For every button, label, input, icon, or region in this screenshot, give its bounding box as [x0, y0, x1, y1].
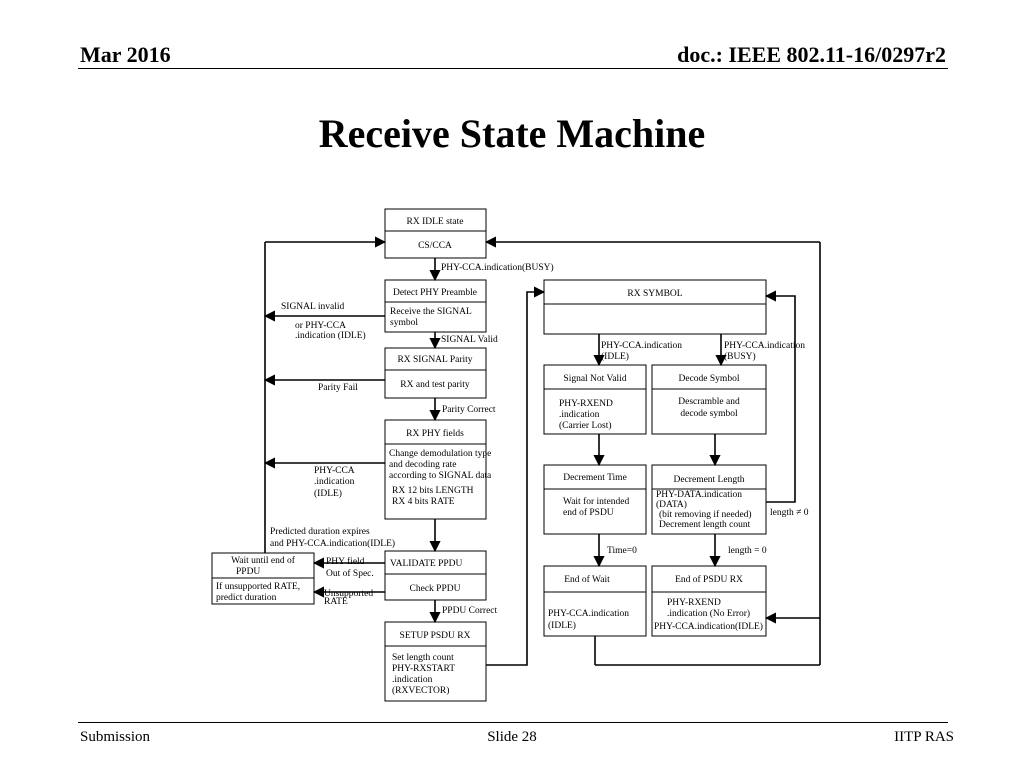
- label-signal-valid: SIGNAL Valid: [441, 335, 498, 345]
- svg-text:(RXVECTOR): (RXVECTOR): [392, 685, 449, 696]
- svg-text:and decoding rate: and decoding rate: [389, 460, 457, 470]
- box-signal-not-valid: Signal Not Valid PHY-RXEND .indication (…: [543, 364, 647, 435]
- svg-text:Decrement Time: Decrement Time: [563, 473, 627, 483]
- svg-text:Unsupported: Unsupported: [324, 589, 373, 599]
- box-cs-cca: CS/CCA: [384, 230, 487, 259]
- svg-text:PHY-CCA.indication: PHY-CCA.indication: [601, 341, 682, 351]
- svg-text:Predicted duration expires: Predicted duration expires: [270, 527, 370, 537]
- svg-text:(DATA): (DATA): [656, 499, 687, 510]
- svg-text:predict duration: predict duration: [216, 593, 277, 603]
- svg-text:PHY-RXSTART: PHY-RXSTART: [392, 664, 455, 674]
- svg-text:RX and test parity: RX and test parity: [400, 380, 470, 390]
- svg-text:and PHY-CCA.indication(IDLE): and PHY-CCA.indication(IDLE): [270, 538, 395, 549]
- svg-text:RX 12 bits LENGTH: RX 12 bits LENGTH: [392, 486, 474, 496]
- svg-text:PHY-CCA.indication: PHY-CCA.indication: [724, 341, 805, 351]
- svg-text:RX SYMBOL: RX SYMBOL: [627, 289, 682, 299]
- svg-text:Descramble and: Descramble and: [678, 397, 740, 407]
- footer-rule: [78, 722, 948, 723]
- slide-title: Receive State Machine: [318, 111, 706, 156]
- svg-text:End of PSDU RX: End of PSDU RX: [675, 574, 743, 585]
- svg-text:(bit removing if needed): (bit removing if needed): [659, 509, 752, 520]
- label-length-nonzero: length ≠ 0: [770, 508, 809, 518]
- svg-text:Decrement length count: Decrement length count: [659, 520, 751, 530]
- svg-text:symbol: symbol: [390, 318, 418, 328]
- box-rx-phy-fields: RX PHY fields Change demodulation type a…: [384, 419, 492, 520]
- svg-text:SETUP PSDU RX: SETUP PSDU RX: [400, 631, 471, 641]
- svg-text:Set length count: Set length count: [392, 653, 454, 663]
- svg-text:(IDLE): (IDLE): [601, 351, 629, 362]
- svg-text:Wait until end of: Wait until end of: [231, 555, 296, 566]
- svg-text:PHY-CCA: PHY-CCA: [314, 466, 355, 476]
- svg-text:(IDLE): (IDLE): [314, 488, 342, 499]
- svg-text:.indication (No Error): .indication (No Error): [667, 608, 750, 619]
- footer-organization: IITP RAS: [894, 729, 954, 745]
- svg-text:CS/CCA: CS/CCA: [418, 241, 452, 251]
- svg-text:Signal Not Valid: Signal Not Valid: [563, 374, 626, 384]
- svg-text:Decode Symbol: Decode Symbol: [679, 374, 740, 384]
- box-detect-preamble: Detect PHY Preamble Receive the SIGNAL s…: [384, 279, 487, 333]
- svg-text:PHY field: PHY field: [326, 556, 365, 567]
- header-rule: [78, 68, 948, 69]
- footer-submission: Submission: [80, 729, 151, 745]
- svg-text:Decrement Length: Decrement Length: [674, 475, 745, 485]
- box-validate-ppdu: VALIDATE PPDU Check PPDU: [384, 550, 487, 601]
- svg-text:If unsupported RATE,: If unsupported RATE,: [216, 581, 300, 592]
- header-doc-id: doc.: IEEE 802.11-16/0297r2: [677, 42, 946, 67]
- header-date: Mar 2016: [80, 42, 171, 67]
- svg-text:.indication (IDLE): .indication (IDLE): [295, 330, 366, 341]
- label-signal-invalid: SIGNAL invalid: [281, 302, 344, 312]
- svg-text:(IDLE): (IDLE): [548, 620, 576, 631]
- svg-text:VALIDATE PPDU: VALIDATE PPDU: [390, 559, 463, 569]
- svg-text:according to SIGNAL data: according to SIGNAL data: [389, 471, 492, 481]
- svg-text:.indication: .indication: [392, 675, 433, 685]
- box-decode-symbol: Decode Symbol Descramble and decode symb…: [651, 364, 767, 435]
- footer-slide-number: Slide 28: [487, 729, 537, 745]
- box-decrement-length: Decrement Length PHY-DATA.indication (DA…: [651, 464, 767, 535]
- box-rx-idle: RX IDLE state: [384, 208, 487, 232]
- svg-text:(Carrier Lost): (Carrier Lost): [559, 420, 612, 431]
- svg-text:PHY-CCA.indication: PHY-CCA.indication: [548, 609, 629, 619]
- svg-text:Check PPDU: Check PPDU: [410, 584, 461, 594]
- svg-text:Change demodulation type: Change demodulation type: [389, 449, 491, 459]
- svg-text:PHY-CCA.indication(IDLE): PHY-CCA.indication(IDLE): [654, 621, 763, 632]
- svg-text:Wait for intended: Wait for intended: [563, 496, 629, 507]
- label-length-zero: length = 0: [728, 546, 767, 556]
- svg-text:RATE: RATE: [324, 597, 348, 607]
- box-setup-psdu-rx: SETUP PSDU RX Set length count PHY-RXSTA…: [384, 621, 487, 702]
- label-ppdu-correct: PPDU Correct: [442, 606, 498, 616]
- svg-text:PHY-RXEND: PHY-RXEND: [559, 399, 613, 409]
- box-wait-end-ppdu: Wait until end of PPDU If unsupported RA…: [211, 552, 315, 605]
- svg-text:RX 4 bits RATE: RX 4 bits RATE: [392, 497, 455, 507]
- svg-text:RX IDLE state: RX IDLE state: [407, 217, 464, 227]
- label-parity-correct: Parity Correct: [442, 405, 496, 415]
- edge-labels: PHY-CCA.indication(BUSY) SIGNAL invalid …: [270, 262, 809, 616]
- box-end-of-wait: End of Wait PHY-CCA.indication (IDLE): [543, 565, 647, 637]
- box-rx-symbol: RX SYMBOL: [543, 279, 767, 335]
- svg-text:.indication: .indication: [314, 477, 355, 487]
- svg-text:Detect PHY Preamble: Detect PHY Preamble: [393, 288, 477, 298]
- svg-text:decode symbol: decode symbol: [680, 409, 738, 419]
- svg-text:RX SIGNAL Parity: RX SIGNAL Parity: [397, 355, 472, 365]
- svg-text:end of PSDU: end of PSDU: [563, 507, 614, 518]
- label-cca-busy: PHY-CCA.indication(BUSY): [441, 262, 554, 273]
- svg-text:or PHY-CCA: or PHY-CCA: [295, 321, 346, 331]
- svg-text:RX PHY fields: RX PHY fields: [406, 428, 464, 439]
- svg-text:PHY-RXEND: PHY-RXEND: [667, 598, 721, 608]
- box-rx-signal-parity: RX SIGNAL Parity RX and test parity: [384, 347, 487, 399]
- svg-text:PHY-DATA.indication: PHY-DATA.indication: [656, 490, 742, 500]
- svg-text:End of Wait: End of Wait: [564, 574, 610, 585]
- connectors: [263, 236, 821, 666]
- svg-text:PPDU: PPDU: [236, 567, 260, 577]
- svg-text:Receive the SIGNAL: Receive the SIGNAL: [390, 307, 472, 317]
- svg-text:Out of Spec.: Out of Spec.: [326, 568, 374, 579]
- label-parity-fail: Parity Fail: [318, 383, 358, 393]
- box-decrement-time: Decrement Time Wait for intended end of …: [543, 464, 647, 535]
- box-end-of-psdu-rx: End of PSDU RX PHY-RXEND .indication (No…: [651, 565, 767, 637]
- svg-text:.indication: .indication: [559, 410, 600, 420]
- svg-text:(BUSY): (BUSY): [724, 351, 756, 362]
- label-time-zero: Time=0: [607, 546, 637, 556]
